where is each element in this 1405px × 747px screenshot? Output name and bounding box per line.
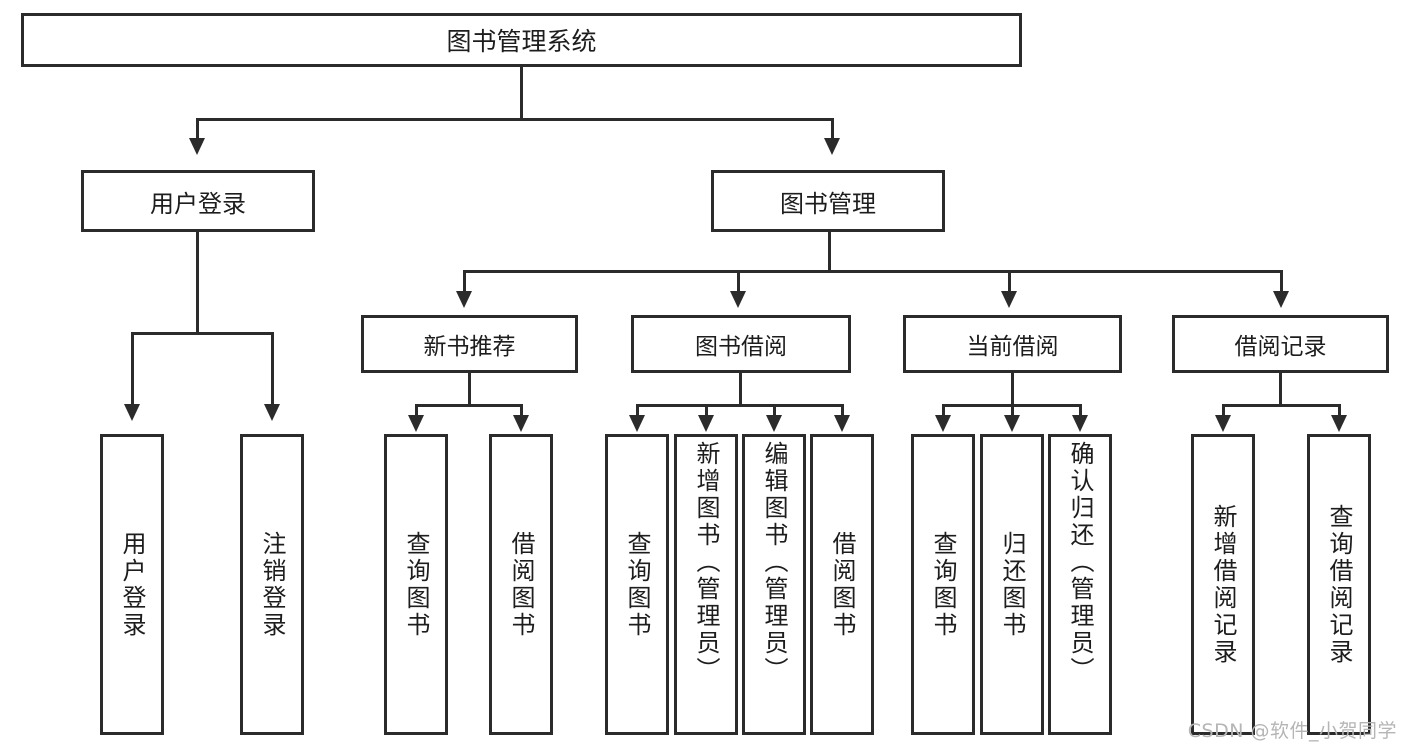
arrowhead-cb-confirm [1072,415,1088,432]
connector-drop-br-query [1338,404,1341,420]
connector-user-login-stem [196,232,199,334]
leaf-bb-borrow-book[interactable]: 借阅图书 [810,434,874,735]
connector-bus-user-login-children [131,332,274,335]
arrowhead-nb-query [408,415,424,432]
arrowhead-nb-borrow [513,415,529,432]
node-label: 确认归还（管理员） [1066,441,1094,684]
connector-drop-borrow-record [1280,270,1283,295]
node-label: 借阅记录 [1234,334,1327,360]
arrowhead-new-book [456,291,472,308]
node-label: 图书借阅 [695,334,787,360]
node-label: 当前借阅 [966,334,1059,360]
node-label: 新增借阅记录 [1209,503,1237,666]
node-label: 查询借阅记录 [1325,503,1353,666]
node-label: 图书管理 [780,189,876,218]
node-label: 查询图书 [623,530,651,639]
node-label: 新增图书（管理员） [692,441,720,684]
node-book-management[interactable]: 图书管理 [711,170,945,232]
connector-drop-cb-confirm [1079,404,1082,420]
connector-drop-bb-borrow [841,404,844,420]
connector-bus-level1 [196,118,834,121]
node-label: 借阅图书 [828,530,856,639]
connector-borrow-record-stem [1279,373,1282,406]
leaf-br-query-record[interactable]: 查询借阅记录 [1307,434,1371,735]
connector-bus-new-book-children [415,404,523,407]
leaf-nb-borrow-book[interactable]: 借阅图书 [489,434,553,735]
node-label: 查询图书 [402,530,430,639]
connector-drop-nb-borrow [520,404,523,420]
connector-book-borrow-stem [739,373,742,406]
node-current-borrow[interactable]: 当前借阅 [903,315,1122,373]
arrowhead-bb-borrow [834,415,850,432]
node-book-borrow[interactable]: 图书借阅 [631,315,851,373]
leaf-nb-query-book[interactable]: 查询图书 [384,434,448,735]
node-label: 用户登录 [150,189,246,218]
arrowhead-borrow-record [1273,291,1289,308]
node-label: 图书管理系统 [446,27,597,56]
arrowhead-br-query [1331,415,1347,432]
node-root-book-management-system[interactable]: 图书管理系统 [21,13,1022,67]
arrowhead-bb-add [698,415,714,432]
arrowhead-user-login [189,138,205,155]
leaf-br-add-record[interactable]: 新增借阅记录 [1191,434,1255,735]
leaf-bb-edit-book-admin[interactable]: 编辑图书（管理员） [742,434,806,735]
connector-drop-bb-edit [773,404,776,420]
arrowhead-leaf-logout [264,404,280,421]
arrowhead-leaf-user-login [124,404,140,421]
leaf-cb-confirm-return-admin[interactable]: 确认归还（管理员） [1048,434,1112,735]
node-new-book-recommend[interactable]: 新书推荐 [361,315,578,373]
leaf-bb-query-book[interactable]: 查询图书 [605,434,669,735]
connector-bus-level2 [463,270,1283,273]
connector-drop-cb-return [1011,404,1014,420]
connector-drop-leaf-user-login [131,332,134,409]
leaf-logout[interactable]: 注销登录 [240,434,304,735]
leaf-bb-add-book-admin[interactable]: 新增图书（管理员） [674,434,738,735]
leaf-cb-return-book[interactable]: 归还图书 [980,434,1044,735]
node-label: 归还图书 [998,530,1026,639]
arrowhead-br-add [1215,415,1231,432]
connector-current-borrow-stem [1011,373,1014,406]
connector-bus-book-borrow-children [636,404,844,407]
connector-drop-book-management [831,118,834,143]
connector-drop-new-book [463,270,466,295]
connector-drop-leaf-logout [271,332,274,409]
arrowhead-cb-return [1004,415,1020,432]
connector-bus-borrow-record-children [1222,404,1341,407]
connector-book-management-stem [828,232,831,272]
arrowhead-current-borrow [1001,291,1017,308]
arrowhead-cb-query [935,415,951,432]
connector-new-book-stem [468,373,471,406]
connector-drop-bb-query [636,404,639,420]
connector-drop-cb-query [942,404,945,420]
arrowhead-book-management [824,138,840,155]
connector-drop-nb-query [415,404,418,420]
node-label: 用户登录 [118,530,146,639]
leaf-cb-query-book[interactable]: 查询图书 [911,434,975,735]
node-user-login[interactable]: 用户登录 [81,170,315,232]
connector-drop-user-login [196,118,199,143]
leaf-user-login[interactable]: 用户登录 [100,434,164,735]
node-label: 注销登录 [258,530,286,639]
connector-drop-book-borrow [737,270,740,295]
arrowhead-bb-edit [766,415,782,432]
connector-drop-br-add [1222,404,1225,420]
arrowhead-bb-query [629,415,645,432]
node-label: 编辑图书（管理员） [760,441,788,684]
connector-drop-bb-add [705,404,708,420]
node-borrow-record[interactable]: 借阅记录 [1172,315,1389,373]
connector-root-stem [520,67,523,118]
connector-drop-current-borrow [1008,270,1011,295]
node-label: 新书推荐 [423,334,516,360]
node-label: 借阅图书 [507,530,535,639]
arrowhead-book-borrow [730,291,746,308]
node-label: 查询图书 [929,530,957,639]
